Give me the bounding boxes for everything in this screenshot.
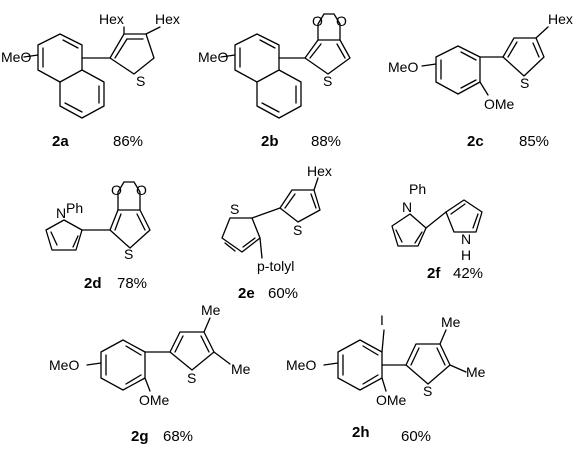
- yield-2f: 42%: [453, 265, 483, 282]
- meo-label: MeO: [198, 49, 228, 65]
- phenyl-label: Ph: [66, 200, 83, 216]
- nh-hydrogen-label: H: [461, 247, 471, 263]
- thiophene-ring: [405, 343, 451, 385]
- methoxy-bond: [86, 362, 102, 366]
- compound-2g: MeO OMe Me Me S 2g 68%: [49, 302, 251, 445]
- hexyl-label-1: Hex: [99, 11, 124, 27]
- compound-2e: S p-tolyl Hex S 2e 60%: [221, 163, 332, 302]
- oxygen-label-2: O: [136, 182, 147, 198]
- sulfur-label: S: [187, 370, 196, 386]
- ortho-methoxy-bond: [144, 377, 151, 392]
- methoxy-bond: [220, 54, 236, 58]
- methoxy-bond: [421, 63, 437, 67]
- thiophene-ring: [502, 37, 545, 77]
- sulfur-label: S: [136, 73, 145, 89]
- thiophene-ring-right: [279, 189, 321, 223]
- yield-2a: 86%: [113, 133, 143, 150]
- meo-label: MeO: [388, 59, 418, 75]
- sulfur-label: S: [423, 383, 432, 399]
- thiophene-ring: [304, 39, 351, 75]
- ortho-methoxy-bond: [381, 377, 387, 392]
- pyrrole-ring-left: [391, 213, 427, 247]
- dioxane-ring: [117, 181, 141, 211]
- compound-2d: N Ph O O S 2d 78%: [45, 181, 151, 292]
- nitrogen-label-1: N: [402, 199, 412, 215]
- naphthalene-ring-lower: [256, 69, 302, 119]
- yield-2h: 60%: [401, 428, 431, 445]
- meo-label: MeO: [286, 357, 316, 373]
- thiophene-ring: [169, 331, 215, 371]
- sulfur-label: S: [124, 246, 133, 262]
- sulfur-label: S: [520, 75, 529, 91]
- methyl-label-1: Me: [441, 314, 461, 330]
- compound-2b: MeO O O S 2b 88%: [198, 13, 351, 150]
- methyl-label-2: Me: [466, 364, 486, 380]
- yield-2g: 68%: [163, 428, 193, 445]
- naphthalene-ring-upper: [234, 33, 280, 83]
- compound-id-2h: 2h: [352, 424, 370, 441]
- yield-2b: 88%: [311, 133, 341, 150]
- compound-id-2b: 2b: [261, 133, 279, 150]
- pyrrole-ring: [45, 219, 83, 251]
- benzene-ring: [337, 339, 383, 391]
- hexyl-label-2: Hex: [155, 11, 180, 27]
- benzene-ring: [435, 45, 481, 95]
- naphthalene-ring-upper: [37, 33, 83, 83]
- compound-id-2a: 2a: [52, 133, 69, 150]
- yield-2e: 60%: [268, 285, 298, 302]
- oxygen-label-1: O: [111, 182, 122, 198]
- compound-id-2f: 2f: [427, 265, 441, 282]
- ome-label: OMe: [139, 392, 170, 408]
- compound-id-2d: 2d: [84, 275, 102, 292]
- methoxy-bond: [323, 362, 339, 366]
- nitrogen-label: N: [56, 205, 66, 221]
- iodine-label: I: [380, 312, 384, 328]
- p-tolyl-label: p-tolyl: [257, 258, 294, 274]
- thiophene-ring: [109, 33, 155, 75]
- hexyl-label: Hex: [548, 11, 573, 27]
- sulfur-label-2: S: [293, 222, 302, 238]
- meo-label: MeO: [49, 357, 79, 373]
- compound-2f: Ph N N H 2f 42%: [391, 181, 483, 282]
- yield-2c: 85%: [519, 133, 549, 150]
- thiophene-ring: [109, 209, 151, 249]
- compound-id-2g: 2g: [131, 428, 149, 445]
- oxygen-label-1: O: [312, 13, 323, 29]
- ome-label: OMe: [376, 392, 407, 408]
- methyl-label-2: Me: [231, 361, 251, 377]
- methyl-label-1: Me: [201, 302, 221, 318]
- thiophene-ring-left: [221, 217, 261, 253]
- meo-label: MeO: [1, 49, 31, 65]
- yield-2d: 78%: [117, 275, 147, 292]
- compound-2h: MeO I OMe Me Me S 2h 60%: [286, 312, 486, 445]
- phenyl-label: Ph: [409, 181, 426, 197]
- sulfur-label: S: [323, 73, 332, 89]
- nitrogen-label-2: N: [461, 231, 471, 247]
- sulfur-label-1: S: [230, 201, 239, 217]
- naphthalene-ring-lower: [59, 69, 105, 119]
- pyrrole-ring-right: [445, 199, 483, 233]
- oxygen-label-2: O: [336, 13, 347, 29]
- ortho-methoxy-bond: [479, 81, 489, 96]
- compound-2a: MeO Hex Hex S 2a 86%: [1, 11, 180, 150]
- ome-label: OMe: [484, 96, 515, 112]
- dioxane-ring: [317, 13, 341, 41]
- methoxy-bond: [23, 54, 39, 58]
- iodo-bond: [381, 329, 385, 353]
- hexyl-label: Hex: [307, 163, 332, 179]
- benzene-ring: [100, 339, 146, 391]
- compound-id-2e: 2e: [238, 285, 255, 302]
- compound-id-2c: 2c: [467, 133, 484, 150]
- compound-2c: MeO OMe Hex S 2c 85%: [388, 11, 573, 150]
